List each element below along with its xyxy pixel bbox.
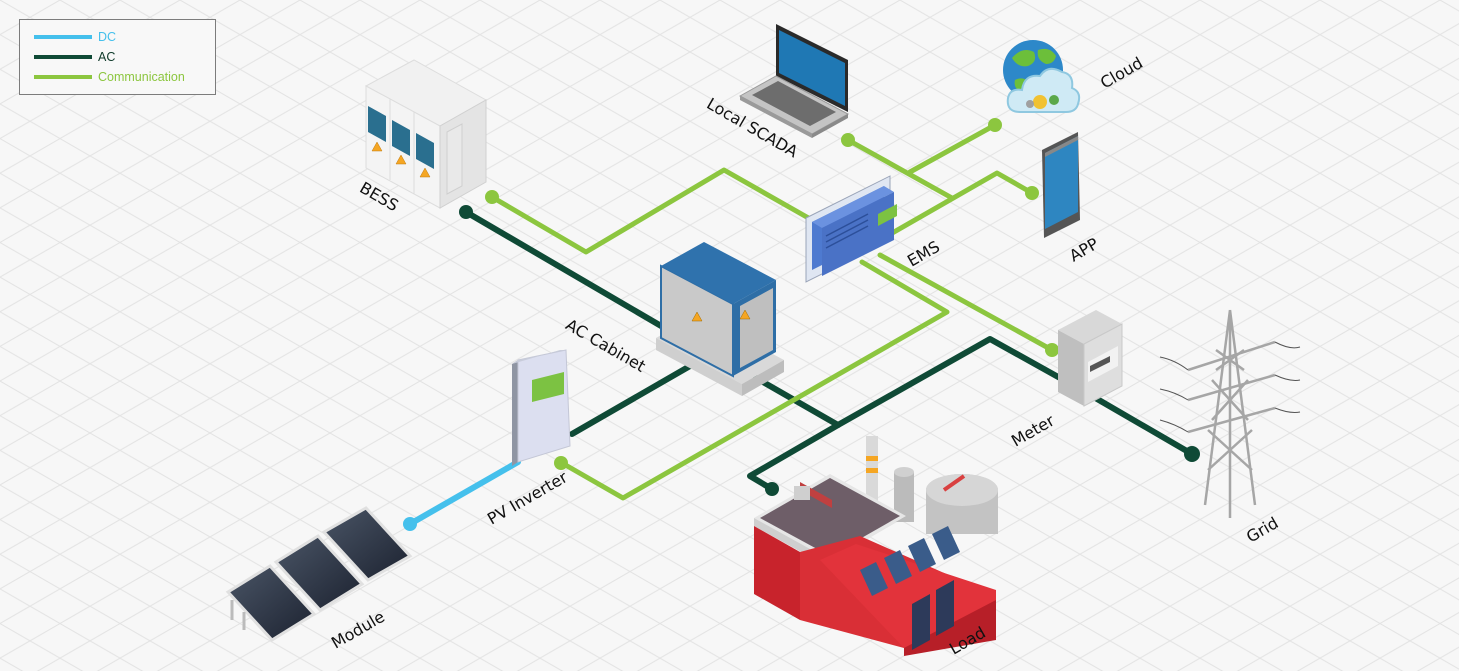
comm-endpoint-meter: [1045, 343, 1059, 357]
ac-endpoint-grid: [1184, 446, 1200, 462]
ac-line-meter-grid: [1089, 393, 1195, 457]
solar-panel-icon: [225, 506, 413, 642]
dc-swatch: [34, 35, 92, 39]
comm-endpoint-app: [1025, 186, 1039, 200]
legend-item-dc: DC: [34, 30, 116, 44]
dc-endpoint: [403, 517, 417, 531]
comm-line-scada-ems: [845, 137, 955, 201]
legend-label: DC: [98, 30, 117, 44]
cloud-globe-icon: [1003, 40, 1081, 113]
ac-cabinet-icon: [656, 242, 784, 396]
comm-line-app-ems: [877, 170, 1035, 243]
ac-swatch: [34, 55, 92, 59]
ac-line-bess-cabinet: [463, 209, 671, 333]
energy-meter-icon: [1058, 310, 1123, 407]
comm-endpoint-cloud: [988, 118, 1002, 132]
ac-line-junction-load: [747, 422, 841, 491]
smartphone-icon: [1042, 132, 1080, 238]
battery-cabinet-icon: [364, 59, 488, 209]
communication-swatch: [34, 75, 92, 79]
legend-item-communication: Communication: [34, 70, 185, 84]
comm-line-ems-inverter: [559, 259, 950, 501]
comm-line-bess-ems: [489, 167, 815, 255]
inverter-icon: [512, 349, 571, 466]
ac-endpoint-bess: [459, 205, 473, 219]
legend-item-ac: AC: [34, 50, 115, 64]
ac-line-junction-meter: [835, 336, 1063, 428]
laptop-icon: [738, 24, 850, 138]
comm-line-ems-meter: [877, 252, 1055, 353]
dc-line-module-inverter: [407, 459, 521, 527]
ac-endpoint-load: [765, 482, 779, 496]
comm-endpoint-bess: [485, 190, 499, 204]
legend-label: AC: [98, 50, 116, 64]
comm-endpoint-scada: [841, 133, 855, 147]
ac-line-cabinet-junction: [753, 375, 841, 428]
legend: DC AC Communication: [19, 19, 216, 95]
legend-label: Communication: [98, 70, 185, 84]
transmission-tower-icon: [1159, 309, 1301, 518]
ems-controller-icon: [805, 175, 897, 283]
factory-icon: [754, 436, 998, 656]
ac-line-inverter-cabinet: [569, 363, 693, 437]
comm-line-cloud-ems: [907, 122, 998, 175]
comm-endpoint-inverter: [554, 456, 568, 470]
